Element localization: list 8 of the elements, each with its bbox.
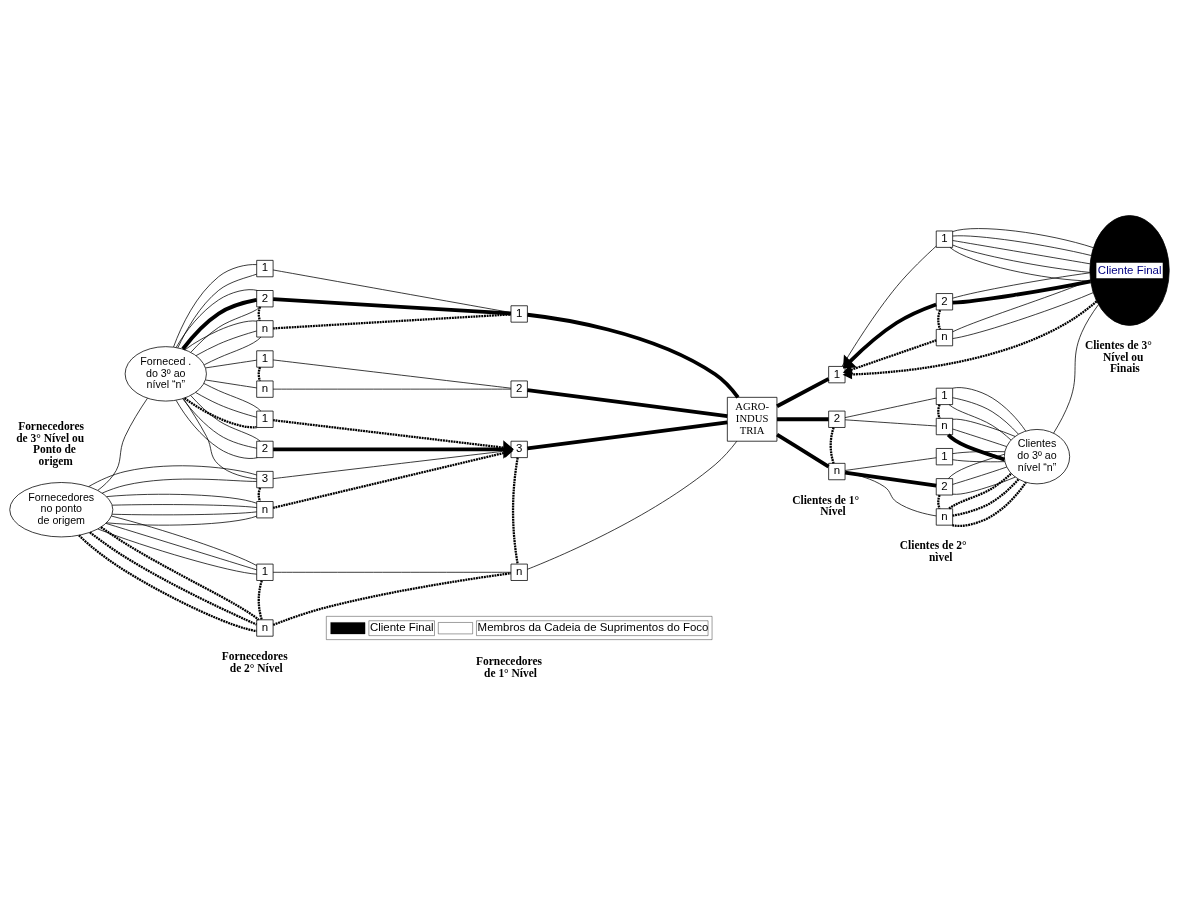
label: Fornecedores de 1° Nível xyxy=(476,654,542,679)
label: Clientes de 3° Nível ou Finais xyxy=(1084,338,1152,374)
label: Clientes de 2° nìvel xyxy=(899,538,967,563)
legend-label: Cliente Final xyxy=(370,620,434,633)
label: Fornecedores de 3° Nível ou Ponto de origem xyxy=(16,419,85,467)
label: Clientes de 1° Nível xyxy=(792,493,860,517)
label: Fornecedores de 2° Nível xyxy=(221,649,288,674)
legend-label: Membros da Cadeia de Suprimentos do Foco xyxy=(477,620,709,633)
